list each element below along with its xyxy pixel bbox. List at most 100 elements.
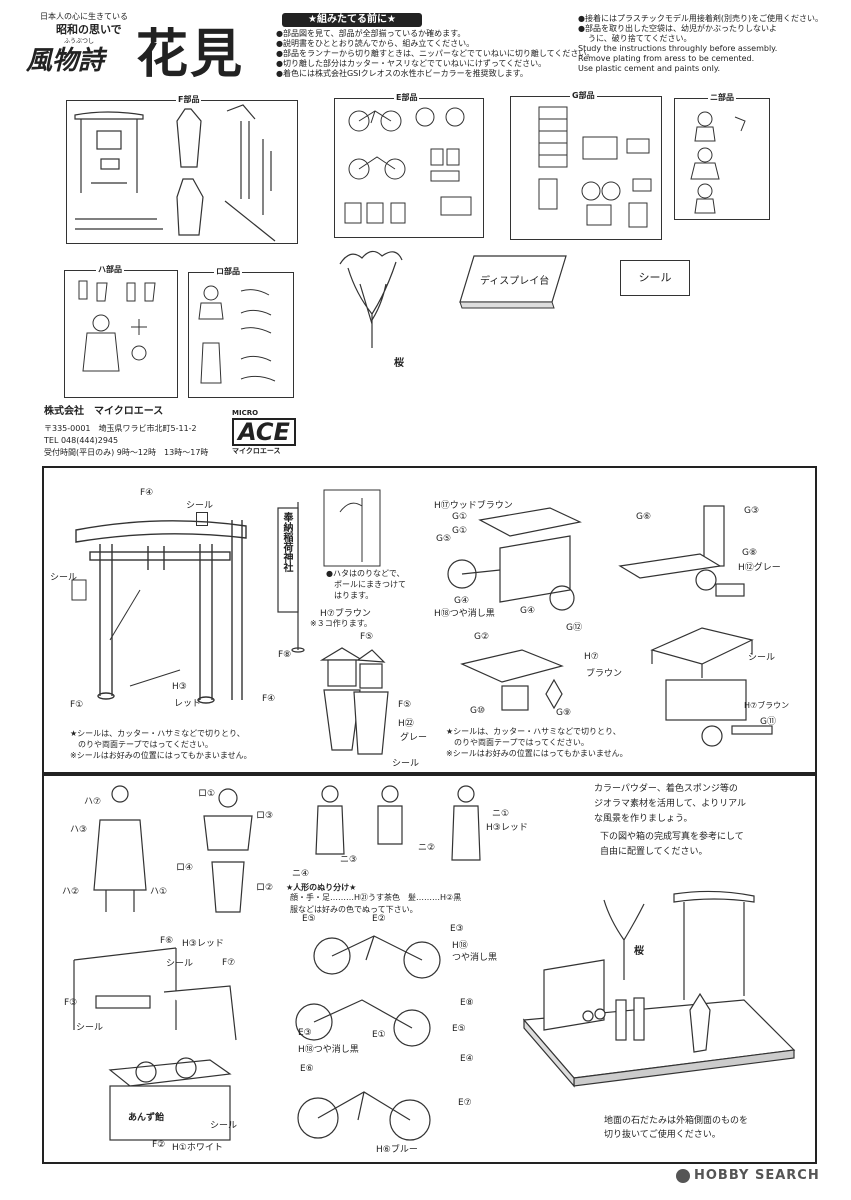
ni-parts-drawing	[690, 111, 746, 214]
micro-ace-logo: MICRO ACE マイクロエース	[232, 408, 296, 455]
lbl-e3a: E③	[450, 924, 464, 934]
cart-assembly-drawing	[447, 507, 582, 611]
note-jp: ●部品を取り出した空袋は、幼児がかぶったりしないよ	[578, 24, 777, 33]
lbl-g-woodbrown: H⑰ウッドブラウン	[434, 501, 513, 511]
parts-panel-ni	[674, 98, 770, 220]
lbl-f5a: F⑤	[360, 632, 374, 642]
figure-paint-line2: 服などは好みの色でぬって下さい。	[290, 905, 418, 914]
lbl-h7brown2: H⑦ブラウン	[744, 701, 790, 710]
flag-note-line: ●ハタはのりなどで、	[326, 569, 405, 578]
lbl-seal-f: シール	[76, 1023, 104, 1033]
before-item: ●切り離した部分はカッター・ヤスリなどでていねいにけずってください。	[276, 59, 547, 68]
lbl-g10: G⑩	[470, 706, 486, 716]
lbl-g5: G⑤	[436, 534, 452, 544]
assembly-step-1	[42, 466, 817, 776]
lbl-e3b: E③	[298, 1028, 312, 1038]
parts-label-ha: ハ部品	[96, 264, 124, 275]
lbl-red: レッド	[174, 699, 202, 709]
lbl-g4b: G④	[520, 606, 536, 616]
tree-label: 桜	[394, 358, 404, 369]
parts-panel-f	[66, 100, 298, 244]
note-line: ※シールはお好みの位置にはってもかまいません。	[446, 749, 628, 758]
parts-label-f: F部品	[176, 94, 202, 105]
before-item: ●部品図を見て、部品が全部揃っているか確めます。	[276, 29, 466, 38]
lbl-ha7: ハ⑦	[84, 797, 102, 807]
display-base-label: ディスプレイ台	[480, 276, 550, 287]
lbl-h22: H㉒	[398, 719, 414, 729]
parts-panel-ha	[64, 270, 178, 398]
diorama-text2: 下の図や箱の完成写真を参考にして 自由に配置してください。	[600, 830, 744, 860]
note-line: のりや両面テープではってください。	[454, 738, 589, 747]
note-en: Use plastic cement and paints only.	[578, 64, 720, 73]
lbl-e5b: E⑤	[452, 1024, 466, 1034]
lbl-f1: F①	[70, 700, 84, 710]
lbl-ni1: ニ①	[492, 809, 510, 819]
parts-label-g: G部品	[570, 90, 597, 101]
f-parts-drawing	[74, 104, 276, 242]
diorama-line: ジオラマ素材を活用して、よりリアル	[594, 799, 747, 809]
lbl-f8: F⑧	[278, 650, 292, 660]
lbl-ro1: ロ①	[198, 789, 216, 799]
lbl-f2: F②	[152, 1140, 166, 1150]
before-item: ●着色には株式会社GSIクレオスの水性ホビーカラーを推奨致します。	[276, 69, 528, 78]
diorama-line: 自由に配置してください。	[600, 847, 708, 857]
flag-note-line: はります。	[334, 591, 374, 600]
lbl-h7brown: H⑦ブラウン	[320, 609, 371, 619]
flag-note: ●ハタはのりなどで、 ポールにまきつけて はります。	[326, 568, 406, 601]
figure-paint-line1: 顔・手・足………H㉑うす茶色 髪………H②黒	[290, 893, 462, 902]
lbl-g2: G②	[474, 632, 490, 642]
figure-ro-drawing	[203, 788, 253, 913]
g-parts-drawing	[538, 106, 652, 228]
lbl-f7: F⑦	[222, 958, 236, 968]
stall-assembly-drawing	[73, 947, 237, 1141]
lbl-seal-g: シール	[210, 1121, 238, 1131]
hobby-search-watermark: HOBBY SEARCH	[676, 1168, 820, 1183]
step1-notes-left: ★シールは、カッター・ハサミなどで切りとり、 のりや両面テープではってください。…	[70, 728, 252, 761]
display-base-part	[459, 255, 567, 309]
cart-stand-drawing	[618, 505, 745, 597]
lbl-h18: H⑱つや消し黒	[434, 609, 495, 619]
company-tel: TEL 048(444)2945	[44, 436, 119, 445]
lbl-h1white: H①ホワイト	[172, 1143, 223, 1153]
lbl-f4a: F④	[140, 488, 154, 498]
cherry-tree-part	[339, 250, 403, 348]
before-assembly-list: ●部品図を見て、部品が全部揃っているか確めます。 ●説明書をひととおり読んでから…	[276, 29, 594, 79]
lbl-ro2: ロ②	[256, 883, 274, 893]
assembly-step-2	[42, 772, 817, 1164]
lbl-g1a: G①	[452, 512, 468, 522]
lbl-h7: H⑦	[584, 652, 599, 662]
bottom-note-line: 地面の石だたみは外箱側面のものを	[604, 1116, 749, 1126]
lbl-f3: F③	[64, 998, 78, 1008]
diorama-line: 下の図や箱の完成写真を参考にして	[600, 832, 744, 842]
note-jp: うに、破り捨ててください。	[588, 34, 692, 43]
lbl-e8: E⑧	[460, 998, 474, 1008]
stall-sign: あんず飴	[128, 1113, 165, 1123]
lbl-g1b: G①	[452, 526, 468, 536]
lbl-seal-a: シール	[186, 501, 214, 511]
lbl-g11: G⑪	[760, 717, 776, 727]
before-item: ●部品をランナーから切り離すときは、ニッパーなどでていねいに切り離してください。	[276, 49, 595, 58]
lbl-ro3: ロ③	[256, 811, 274, 821]
lbl-h3red: H③レッド	[486, 823, 528, 833]
note-line: ★シールは、カッター・ハサミなどで切りとり、	[446, 727, 621, 736]
lbl-seal-c: シール	[392, 759, 420, 769]
lbl-f5b: F⑤	[398, 700, 412, 710]
lbl-ni2: ニ②	[418, 843, 436, 853]
figure-ni-drawing	[315, 785, 481, 861]
nobori-banner-drawing	[277, 502, 305, 653]
ro-parts-drawing	[198, 285, 276, 384]
note-en: Remove plating from aress to be cemented…	[578, 54, 755, 63]
header-kicker: 日本人の心に生きている	[40, 12, 128, 21]
figure-ha-drawing	[93, 785, 147, 912]
lbl-h18b: H⑱	[452, 941, 468, 951]
lbl-seal-b: シール	[50, 573, 78, 583]
lbl-g3: G③	[744, 506, 760, 516]
header-series: 風物詩	[26, 46, 105, 76]
diorama-text: カラーパウダー、着色スポンジ等の ジオラマ素材を活用して、よりリアル な風景を作…	[594, 782, 746, 827]
watermark-icon	[676, 1168, 690, 1183]
seal-square	[196, 512, 208, 526]
lbl-g8: G⑧	[742, 548, 758, 558]
parts-label-ro: ロ部品	[214, 266, 242, 277]
diorama-scene-drawing	[522, 890, 796, 1088]
lbl-f6: F⑥	[160, 936, 174, 946]
